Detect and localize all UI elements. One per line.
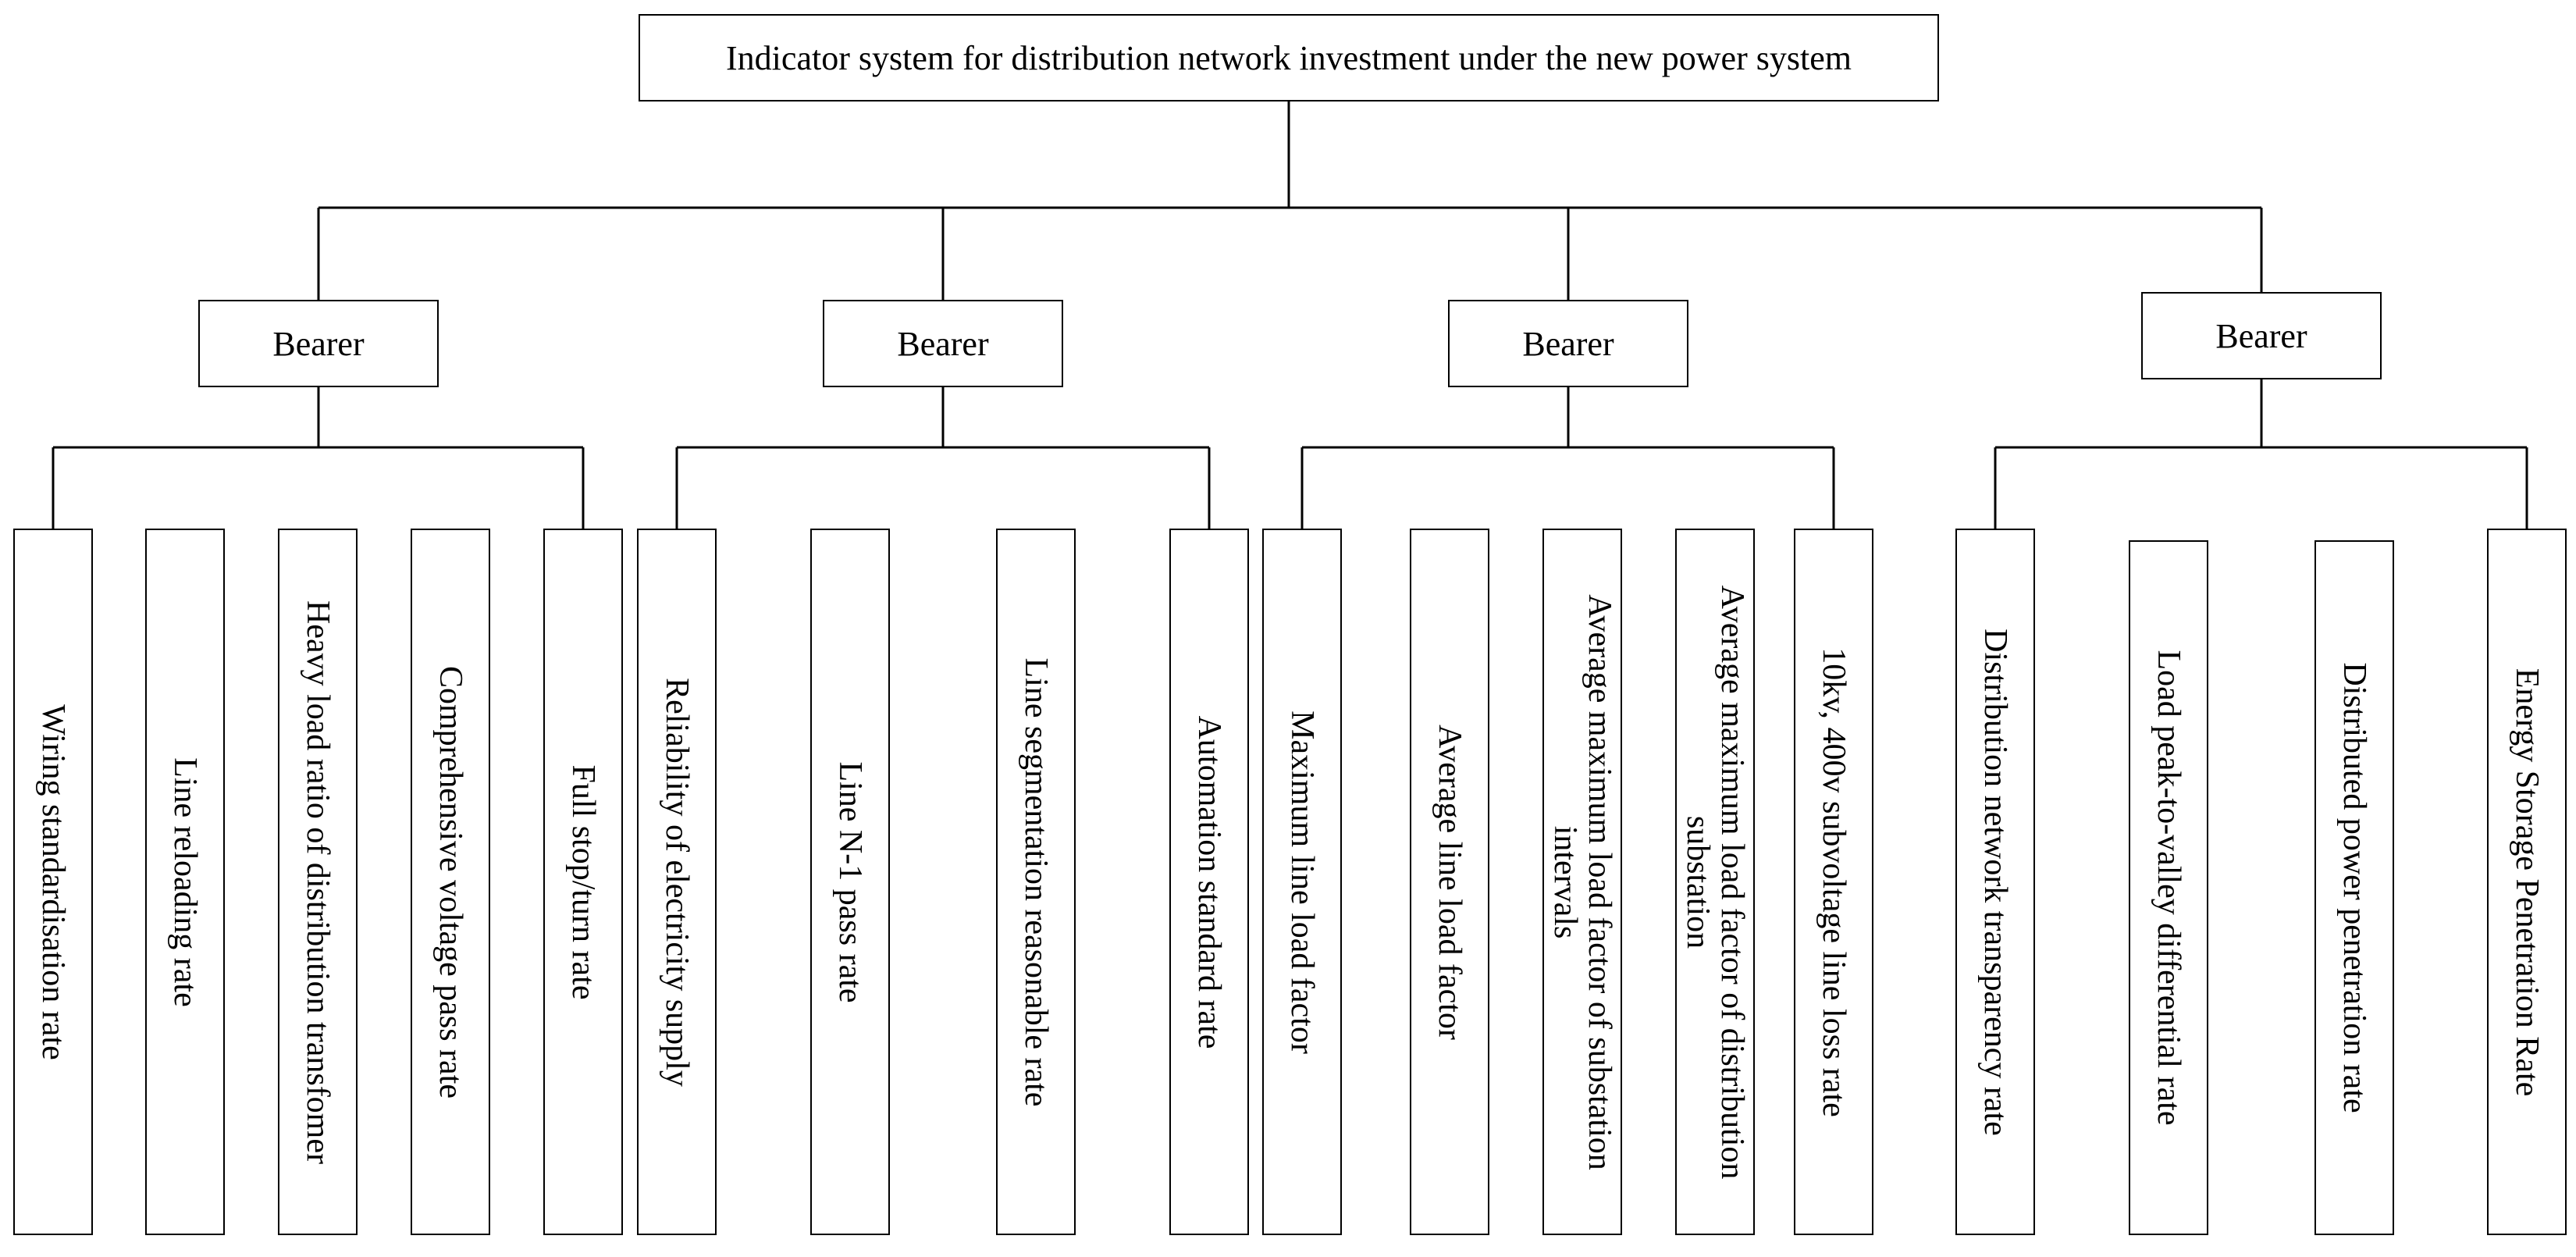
leaf-node: Distributed power penetration rate bbox=[2314, 540, 2394, 1235]
leaf-node: Distribution network transparency rate bbox=[1955, 529, 2035, 1235]
leaf-label: Energy Storage Penetration Rate bbox=[2509, 668, 2545, 1096]
leaf-label: Distributed power penetration rate bbox=[2336, 662, 2372, 1113]
leaf-node: Energy Storage Penetration Rate bbox=[2487, 529, 2567, 1235]
leaf-node: Wiring standardisation rate bbox=[13, 529, 93, 1235]
leaf-label: Line segmentation reasonable rate bbox=[1018, 657, 1054, 1106]
bearer-label: Bearer bbox=[1522, 324, 1614, 363]
leaf-label: Line N-1 pass rate bbox=[832, 760, 868, 1003]
leaf-node: Load peak-to-valley differential rate bbox=[2129, 540, 2208, 1235]
bearer-label: Bearer bbox=[2215, 316, 2307, 355]
leaf-label: Heavy load ratio of distribution transfo… bbox=[300, 600, 336, 1164]
leaf-label: Reliability of electricity supply bbox=[659, 677, 695, 1087]
leaf-node: Average maximum load factor of distribut… bbox=[1675, 529, 1755, 1235]
bearer-label: Bearer bbox=[897, 324, 989, 363]
leaf-node: Heavy load ratio of distribution transfo… bbox=[278, 529, 358, 1235]
bearer-node-4: Bearer bbox=[2141, 292, 2382, 379]
leaf-label: Maximum line load factor bbox=[1284, 710, 1320, 1054]
bearer-node-1: Bearer bbox=[198, 300, 439, 387]
leaf-node: Maximum line load factor bbox=[1262, 529, 1342, 1235]
leaf-node: Comprehensive voltage pass rate bbox=[411, 529, 490, 1235]
bearer-label: Bearer bbox=[272, 324, 365, 363]
leaf-label: Comprehensive voltage pass rate bbox=[432, 665, 468, 1099]
root-node: Indicator system for distribution networ… bbox=[639, 14, 1939, 101]
leaf-node: Line reloading rate bbox=[145, 529, 225, 1235]
leaf-node: Line segmentation reasonable rate bbox=[996, 529, 1076, 1235]
leaf-label: Average maximum load factor of distribut… bbox=[1680, 585, 1750, 1179]
leaf-node: Average maximum load factor of substatio… bbox=[1542, 529, 1622, 1235]
bearer-node-2: Bearer bbox=[823, 300, 1063, 387]
leaf-label: Average line load factor bbox=[1432, 724, 1468, 1040]
leaf-label: Wiring standardisation rate bbox=[35, 703, 71, 1060]
leaf-node: Average line load factor bbox=[1410, 529, 1489, 1235]
leaf-node: Automation standard rate bbox=[1169, 529, 1249, 1235]
leaf-label: Average maximum load factor of substatio… bbox=[1547, 593, 1617, 1170]
leaf-node: Full stop/turn rate bbox=[543, 529, 623, 1235]
leaf-node: 10kv, 400v subvoltage line loss rate bbox=[1794, 529, 1873, 1235]
bearer-node-3: Bearer bbox=[1448, 300, 1688, 387]
leaf-label: Distribution network transparency rate bbox=[1977, 628, 2013, 1136]
leaf-label: Automation standard rate bbox=[1191, 715, 1227, 1049]
leaf-label: Load peak-to-valley differential rate bbox=[2151, 650, 2186, 1126]
root-label: Indicator system for distribution networ… bbox=[726, 38, 1852, 77]
leaf-label: Line reloading rate bbox=[167, 757, 203, 1007]
leaf-node: Reliability of electricity supply bbox=[637, 529, 717, 1235]
leaf-label: 10kv, 400v subvoltage line loss rate bbox=[1816, 646, 1852, 1117]
leaf-node: Line N-1 pass rate bbox=[810, 529, 890, 1235]
leaf-label: Full stop/turn rate bbox=[565, 764, 601, 999]
